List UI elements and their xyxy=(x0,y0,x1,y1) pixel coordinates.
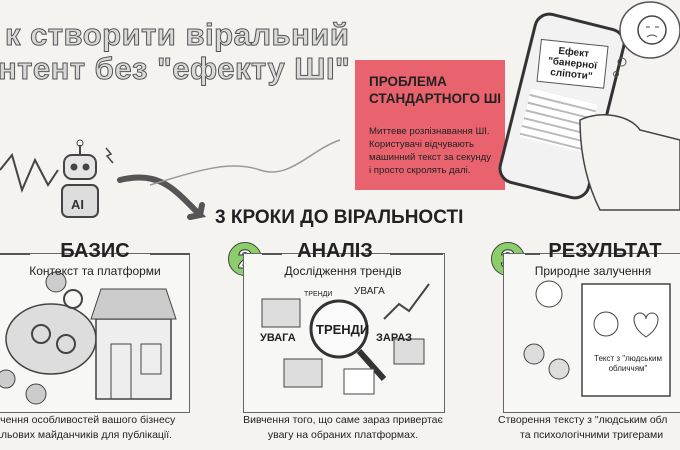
step-3-title: РЕЗУЛЬТАТ xyxy=(548,240,662,262)
step-3-subtitle: Природне залучення xyxy=(534,264,652,278)
person-icon xyxy=(548,358,570,380)
wavy-line xyxy=(149,139,341,186)
hand-illustration xyxy=(579,114,680,211)
linkedin-icon xyxy=(0,369,16,389)
step-1-subtitle: Контекст та платформи xyxy=(29,264,161,278)
phone-screen-label: Ефект "банерної сліпоти" xyxy=(536,38,609,89)
store-icon xyxy=(95,318,172,400)
youtube-icon xyxy=(25,383,47,405)
brain-icon xyxy=(5,303,97,375)
step-1-panel xyxy=(0,253,190,413)
title-line-1: к створити віральний xyxy=(4,17,350,52)
problem-body: Миттеве розпізнавання ШІ. Користувачі ві… xyxy=(369,126,492,176)
gear-icon xyxy=(31,324,51,344)
divider xyxy=(150,253,190,255)
video-icon xyxy=(261,298,301,328)
chart-up-icon xyxy=(383,283,430,320)
image-icon xyxy=(393,338,425,365)
zigzag-line xyxy=(0,152,59,193)
document-icon xyxy=(343,368,375,395)
divider xyxy=(0,253,30,255)
divider xyxy=(525,253,540,255)
gear-icon xyxy=(63,289,83,309)
thumbs-up-icon xyxy=(535,280,563,308)
robot-icon xyxy=(61,139,99,218)
label-attention: УВАГА xyxy=(260,332,296,344)
heart-icon xyxy=(633,312,659,338)
step-2-title: АНАЛІЗ xyxy=(297,240,373,262)
step-2-panel: ТРЕНДИ УВАГА УВАГА ТРЕНДИ ЗАРАЗ xyxy=(243,253,445,413)
robot-label: AI xyxy=(71,197,84,212)
lightning-icon xyxy=(105,147,114,164)
title-line-2: нтент без "ефекту ШІ" xyxy=(0,51,351,86)
facebook-icon xyxy=(45,271,67,293)
thought-bubble-sad-face-icon xyxy=(613,1,680,77)
divider xyxy=(390,253,443,255)
trends-illustration xyxy=(261,283,430,395)
divider xyxy=(262,253,282,255)
label-trends-small: ТРЕНДИ xyxy=(304,291,333,298)
gear-icon xyxy=(56,334,76,354)
brain-store-illustration xyxy=(0,271,177,405)
steps-title: 3 КРОКИ ДО ВІРАЛЬНОСТІ xyxy=(215,207,464,228)
smile-icon xyxy=(593,311,619,337)
step-1-title: БАЗИС xyxy=(60,240,130,262)
arrow-down-icon xyxy=(117,174,207,220)
step-2-subtitle: Дослідження трендів xyxy=(284,264,402,278)
engagement-illustration xyxy=(523,280,671,397)
post-card xyxy=(581,283,671,397)
label-now: ЗАРАЗ xyxy=(376,332,413,344)
label-trends: ТРЕНДИ xyxy=(316,322,370,337)
person-icon xyxy=(523,343,545,365)
video-icon xyxy=(283,358,323,388)
magnifier-icon xyxy=(309,299,369,359)
robot-illustration: AI xyxy=(0,139,341,220)
label-attention-top: УВАГА xyxy=(354,286,385,297)
